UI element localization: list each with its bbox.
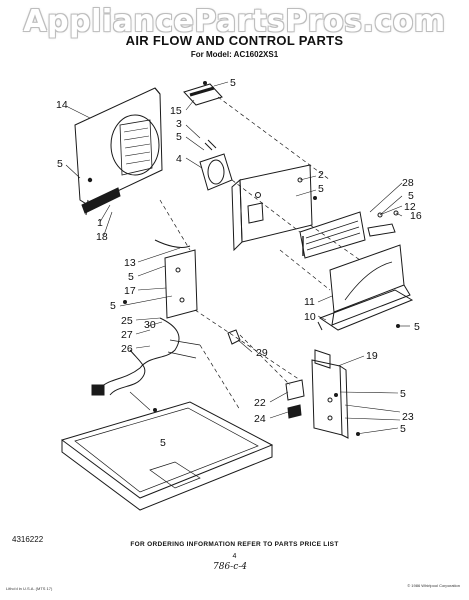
callout-5: 5 <box>318 183 324 195</box>
part-power-cord <box>91 239 201 396</box>
callout-11: 11 <box>304 296 315 308</box>
callout-4: 4 <box>176 153 182 165</box>
callout-22: 22 <box>254 397 266 409</box>
callout-29: 29 <box>256 347 268 359</box>
callout-14: 14 <box>56 99 68 111</box>
callout-30: 30 <box>144 319 156 331</box>
part-mounting-bracket <box>367 210 399 237</box>
callout-25: 25 <box>121 315 133 327</box>
fine-print-left: Litho'd in U.S.A. (MTS 17) <box>6 586 53 591</box>
callout-17: 17 <box>124 285 136 297</box>
callout-23: 23 <box>402 411 414 423</box>
callout-5: 5 <box>128 271 134 283</box>
callout-26: 26 <box>121 343 133 355</box>
callout-5: 5 <box>57 158 63 170</box>
callout-5: 5 <box>408 190 414 202</box>
part-screws <box>87 81 400 436</box>
callout-19: 19 <box>366 350 378 362</box>
callout-28: 28 <box>402 177 414 189</box>
callout-10: 10 <box>304 311 316 323</box>
part-capacitor <box>199 139 233 191</box>
callout-labels: 14 5 15 3 5 4 5 1 18 2 5 28 5 12 16 13 5… <box>56 77 422 449</box>
model-number: For Model: AC1602XS1 <box>190 50 279 59</box>
callout-12: 12 <box>404 201 416 213</box>
part-control-panel <box>285 349 349 439</box>
part-heater-element <box>299 211 366 259</box>
callout-5: 5 <box>110 300 116 312</box>
part-grille-panel <box>74 87 163 216</box>
callout-5: 5 <box>400 388 406 400</box>
ordering-note: FOR ORDERING INFORMATION REFER TO PARTS … <box>130 541 339 548</box>
callout-5: 5 <box>230 77 236 89</box>
callout-5: 5 <box>414 321 420 333</box>
document-number: 4316222 <box>12 535 44 544</box>
part-side-bracket <box>164 249 198 319</box>
page-number: 4 <box>232 553 237 560</box>
callout-5: 5 <box>176 131 182 143</box>
callout-1: 1 <box>97 217 103 229</box>
part-top-bracket <box>183 83 223 106</box>
part-clip <box>227 329 241 345</box>
diagram-title: AIR FLOW AND CONTROL PARTS <box>125 33 344 48</box>
callout-27: 27 <box>121 329 133 341</box>
assembly-guide-lines <box>159 96 361 411</box>
callout-18: 18 <box>96 231 108 243</box>
fine-print-right: © 1986 Whirlpool Corporation <box>407 583 460 588</box>
part-control-housing <box>231 164 313 252</box>
callout-3: 3 <box>176 118 182 130</box>
callout-16: 16 <box>410 210 422 222</box>
watermark: AppliancePartsPros.com <box>23 4 446 39</box>
callout-15: 15 <box>170 105 182 117</box>
part-blower-housing <box>317 244 414 331</box>
callout-5: 5 <box>160 437 166 449</box>
callout-leader-lines <box>65 81 410 435</box>
callout-13: 13 <box>124 257 136 269</box>
handwritten-note: 786-c-4 <box>213 562 248 572</box>
callout-24: 24 <box>254 413 266 425</box>
callout-2: 2 <box>318 169 324 181</box>
part-base-pan <box>60 401 274 511</box>
callout-5: 5 <box>400 423 406 435</box>
